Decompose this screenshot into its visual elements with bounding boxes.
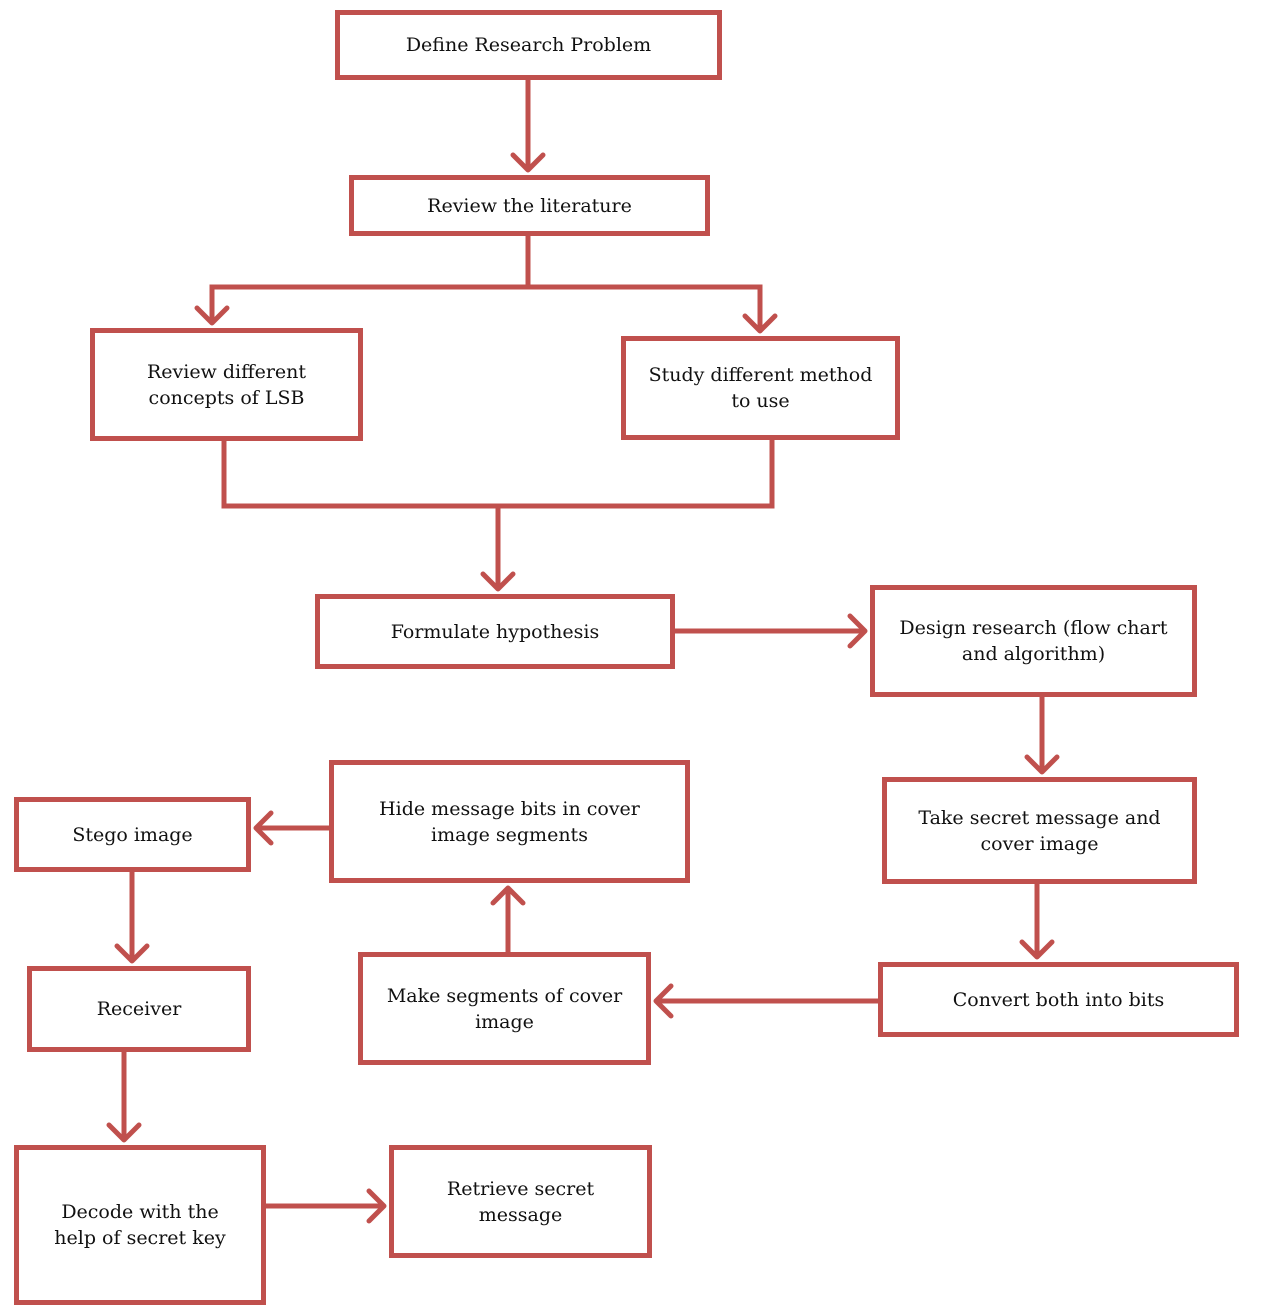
arrowhead-icon (1019, 939, 1055, 960)
node-make-segments: Make segments of cover image (358, 952, 651, 1065)
node-formulate-hypothesis: Formulate hypothesis (315, 594, 675, 669)
arrowhead-icon (114, 943, 150, 964)
edge-segments-to-hide (490, 885, 526, 952)
node-retrieve-secret-message: Retrieve secret message (389, 1145, 652, 1258)
node-study-different-method: Study different method to use (621, 336, 900, 440)
node-hide-message-bits: Hide message bits in cover image segment… (329, 760, 690, 883)
arrowhead-icon (510, 152, 546, 173)
node-design-research: Design research (flow chart and algorith… (870, 585, 1197, 697)
arrowhead-icon (480, 571, 516, 592)
node-convert-into-bits: Convert both into bits (878, 962, 1239, 1037)
arrowhead-icon (1024, 754, 1060, 775)
node-stego-image: Stego image (14, 797, 251, 872)
edge-decode-to-retrieve (266, 1188, 387, 1224)
node-review-the-literature: Review the literature (349, 175, 710, 236)
edge-define-to-review-lit (510, 80, 546, 173)
node-take-secret-message: Take secret message and cover image (882, 777, 1197, 884)
edge-hide-to-stego (253, 810, 329, 846)
node-receiver: Receiver (27, 966, 251, 1052)
edge-stego-to-receiver (114, 872, 150, 964)
edge-review-lit-split (194, 236, 531, 326)
edge-design-to-take-secret (1024, 697, 1060, 775)
node-define-research-problem: Define Research Problem (335, 10, 722, 80)
edge-take-secret-to-convert (1019, 884, 1055, 960)
arrowhead-icon (653, 983, 674, 1019)
arrowhead-icon (366, 1188, 387, 1224)
edge-receiver-to-decode (106, 1052, 142, 1143)
edge-merge-to-hypothesis (480, 506, 516, 592)
edge-lsb-to-merge (221, 440, 775, 509)
edge-hypothesis-to-design (675, 613, 868, 649)
arrowhead-icon (106, 1122, 142, 1143)
node-review-concepts-lsb: Review different concepts of LSB (90, 328, 363, 441)
arrowhead-icon (253, 810, 274, 846)
node-decode-with-key: Decode with the help of secret key (14, 1145, 266, 1305)
arrowhead-icon (742, 313, 778, 334)
edge-review-lit-to-study (528, 284, 778, 334)
arrowhead-icon (194, 305, 230, 326)
arrowhead-icon (490, 885, 526, 906)
arrowhead-icon (847, 613, 868, 649)
edge-convert-to-segments (653, 983, 878, 1019)
